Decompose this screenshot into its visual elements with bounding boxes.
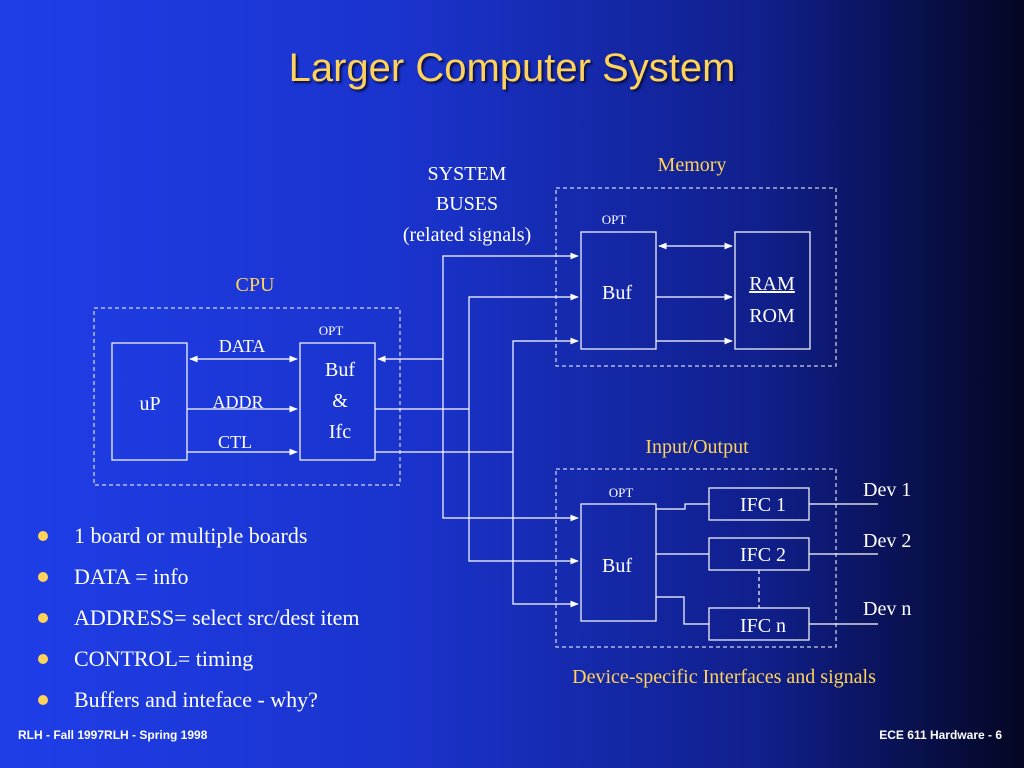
io-to-ifc1: [656, 503, 709, 510]
cpu-buf-line-1: Buf: [325, 359, 355, 381]
system-buses-line-3: (related signals): [403, 224, 531, 246]
io-buf-label: Buf: [602, 555, 632, 577]
io-label: Input/Output: [645, 436, 749, 458]
system-data-bus: [442, 252, 579, 359]
ifc2-label: IFC 2: [740, 544, 786, 566]
io-addr-bus: [468, 409, 579, 565]
bullet-dot-icon: [38, 572, 48, 582]
bullet-item: 1 board or multiple boards: [36, 520, 360, 561]
bullet-dot-icon: [38, 695, 48, 705]
io-data-bus: [442, 359, 579, 522]
ram-rom-box: [734, 231, 811, 350]
footer-left: RLH - Fall 1997RLH - Spring 1998: [18, 728, 208, 742]
bullet-dot-icon: [38, 654, 48, 664]
bullet-dot-icon: [38, 613, 48, 623]
memory-buf-box: [580, 231, 657, 350]
cpu-group-box: [93, 307, 401, 486]
data-signal-label: DATA: [219, 336, 266, 356]
bullet-item: CONTROL= timing: [36, 643, 360, 684]
addr-signal-label: ADDR: [212, 392, 263, 412]
footer-right: ECE 611 Hardware - 6: [879, 728, 1002, 742]
memory-opt-label: OPT: [602, 212, 627, 227]
cpu-buf-box: [299, 342, 376, 461]
system-buses-line-2: BUSES: [436, 193, 498, 215]
ctl-signal-label: CTL: [218, 432, 252, 452]
memory-label: Memory: [658, 154, 727, 176]
bullet-list: 1 board or multiple boards DATA = info A…: [36, 520, 360, 725]
bullet-item: Buffers and inteface - why?: [36, 684, 360, 725]
cpu-opt-label: OPT: [319, 323, 344, 338]
cpu-buf-line-3: Ifc: [329, 421, 351, 443]
io-opt-label: OPT: [609, 485, 634, 500]
ifc1-label: IFC 1: [740, 494, 786, 516]
bullet-text: CONTROL= timing: [74, 646, 254, 671]
up-box: [111, 342, 188, 461]
memory-buf-label: Buf: [602, 282, 632, 304]
memory-group-box: [555, 187, 837, 367]
bullet-text: ADDRESS= select src/dest item: [74, 605, 360, 630]
system-buses-line-1: SYSTEM: [428, 163, 507, 185]
rom-label: ROM: [749, 305, 795, 327]
bullet-item: DATA = info: [36, 561, 360, 602]
io-buf-box: [580, 503, 657, 622]
bullet-text: Buffers and inteface - why?: [74, 687, 318, 712]
memory-ctl-bus: [512, 337, 579, 452]
cpu-label: CPU: [236, 274, 275, 296]
dev1-label: Dev 1: [863, 479, 911, 501]
cpu-buf-line-2: &: [332, 390, 348, 412]
up-label: uP: [139, 393, 160, 415]
devn-label: Dev n: [863, 598, 911, 620]
io-ctl-bus: [512, 452, 579, 608]
dev2-label: Dev 2: [863, 530, 911, 552]
bullet-text: 1 board or multiple boards: [74, 523, 308, 548]
io-to-ifcn: [656, 596, 709, 625]
bullet-text: DATA = info: [74, 564, 189, 589]
bullet-dot-icon: [38, 531, 48, 541]
ifcn-label: IFC n: [740, 615, 786, 637]
slide-title: Larger Computer System: [288, 46, 736, 90]
bullet-item: ADDRESS= select src/dest item: [36, 602, 360, 643]
ram-label: RAM: [749, 273, 795, 295]
device-caption: Device-specific Interfaces and signals: [572, 666, 876, 688]
memory-addr-bus: [468, 293, 579, 409]
io-group-box: [555, 468, 837, 648]
